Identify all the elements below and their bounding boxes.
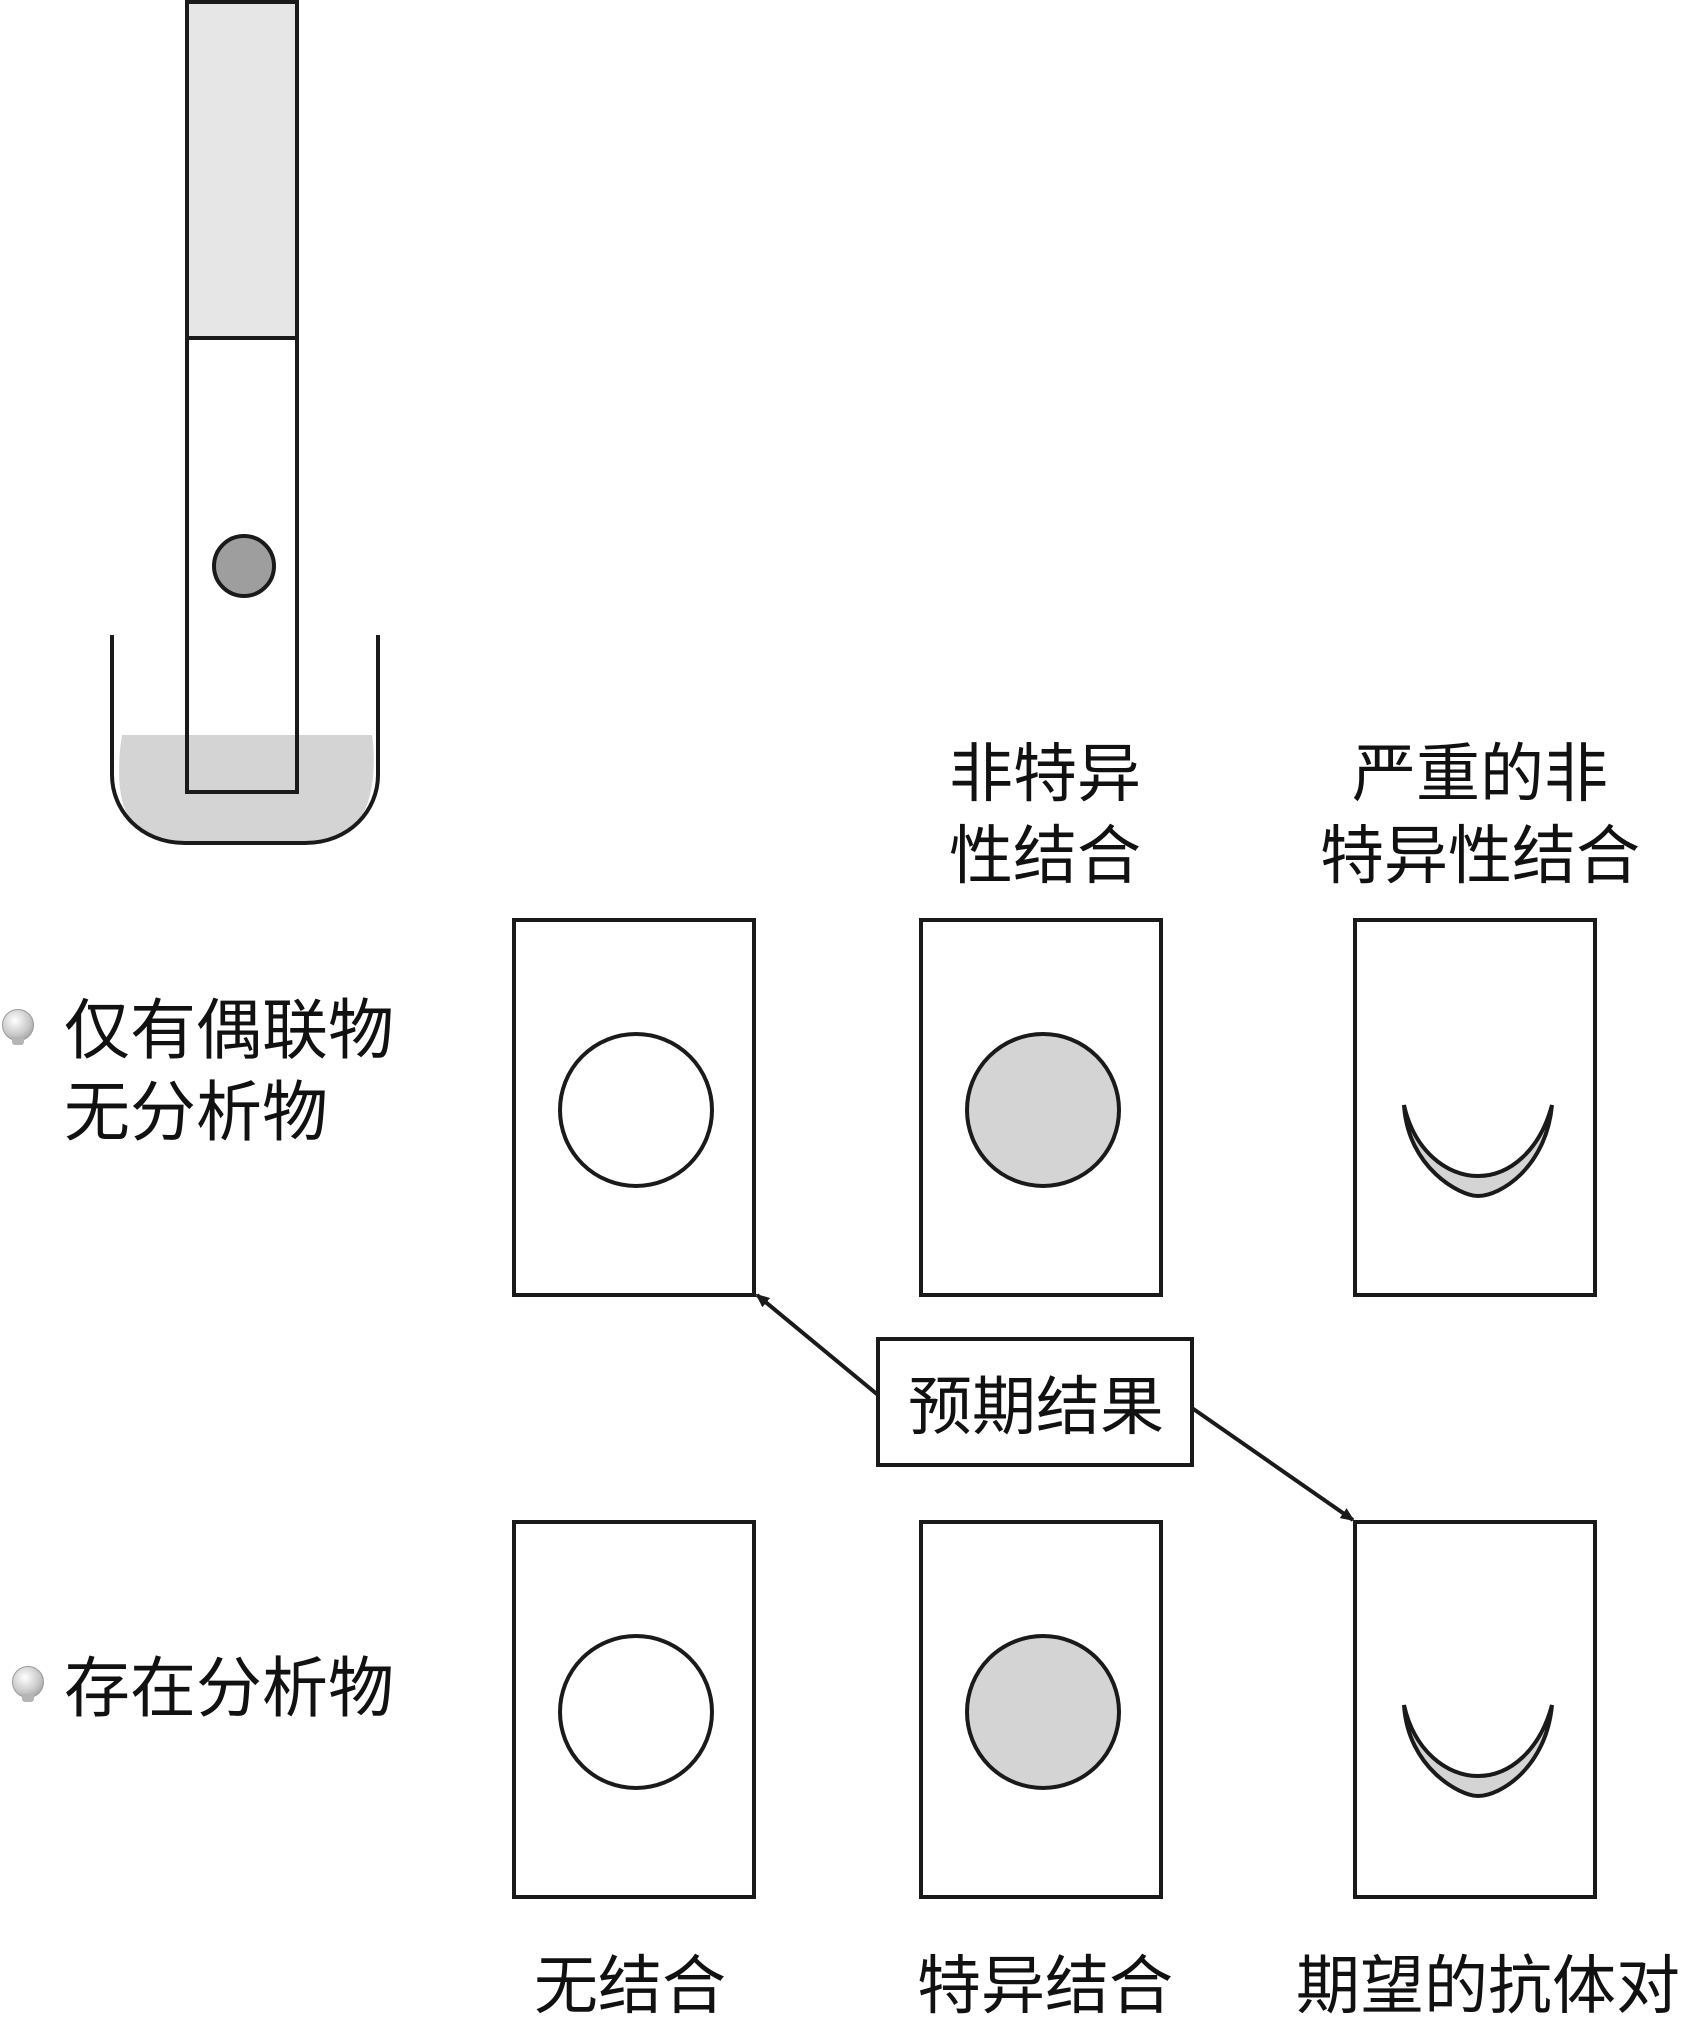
row-label-line: 无分析物 [64,1074,328,1151]
column-header-line: 非特异 [949,738,1141,812]
result-box [1353,918,1597,1297]
dipstick-dot [212,534,276,598]
tube-liquid [119,735,374,843]
result-box [1353,1520,1597,1899]
column-header-severe-nonspecific: 严重的非 特异性结合 [1290,734,1670,898]
callout [755,1293,1355,1522]
tube-outline [110,635,380,845]
bottom-label-specific-binding: 特异结合 [917,1950,1173,2024]
row-label-conjugate-only: 仅有偶联物 无分析物 [64,990,504,1154]
row2-results [512,1520,1597,1899]
bottom-label-no-binding: 无结合 [534,1950,726,2024]
dipstick-pad [185,0,299,340]
bottom-label-desired-pair: 期望的抗体对 [1296,1950,1680,2024]
dipstick [185,0,299,794]
empty-circle [558,1634,714,1790]
column-header-line: 严重的非 [1352,738,1608,812]
bulb-icon [12,1666,44,1702]
row-label-analyte-present: 存在分析物 [64,1648,504,1730]
bulb-icon [2,1009,34,1045]
crescent-shape [1402,1704,1554,1799]
test-tube [110,635,380,845]
callout-text: 预期结果 [908,1371,1164,1445]
row1-results [512,918,1597,1297]
filled-circle [965,1634,1121,1790]
row-label-line: 存在分析物 [64,1650,394,1727]
column-header-line: 性结合 [949,820,1141,894]
dipstick-strip [185,336,299,794]
crescent-shape [1402,1104,1554,1199]
arrow-to-no-binding [755,1293,880,1397]
empty-circle [558,1032,714,1188]
column-header-line: 特异性结合 [1320,820,1640,894]
column-header-nonspecific: 非特异 性结合 [900,734,1190,898]
filled-circle [965,1032,1121,1188]
row-label-line: 仅有偶联物 [64,992,394,1069]
arrow-to-desired-pair [1190,1406,1355,1522]
callout-box [876,1337,1194,1467]
